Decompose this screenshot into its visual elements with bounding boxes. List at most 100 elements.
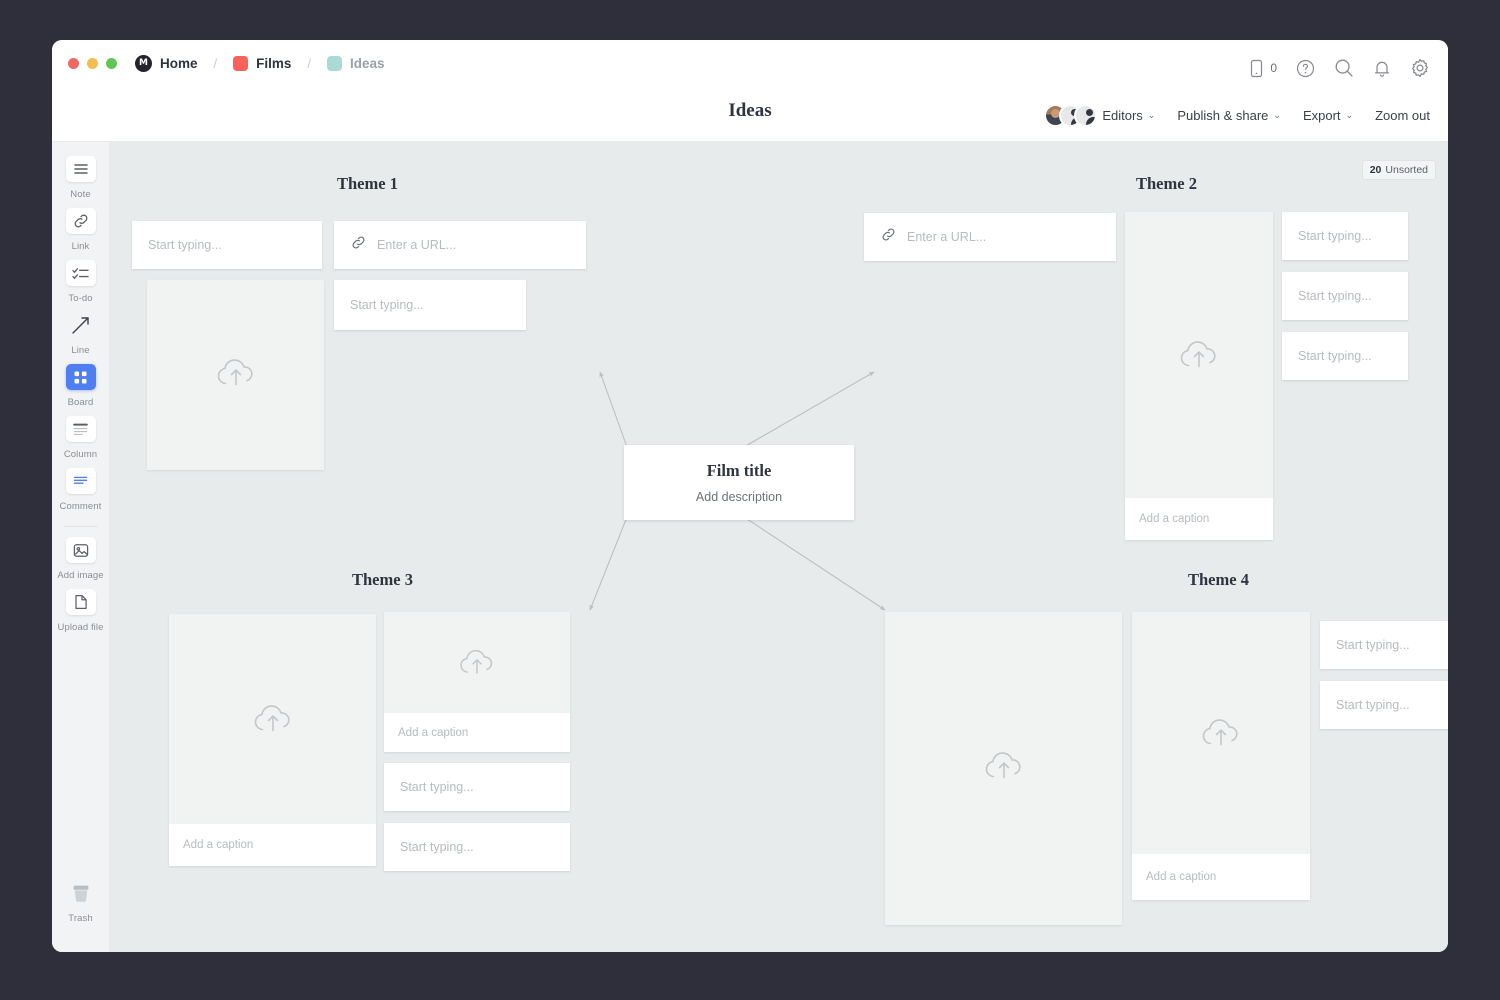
image-placeholder-card[interactable] — [147, 280, 324, 470]
cloud-upload-icon — [213, 353, 259, 398]
note-placeholder: Start typing... — [350, 298, 424, 312]
publish-share-label: Publish & share — [1177, 108, 1269, 123]
breadcrumb: M Home / Films / Ideas — [135, 54, 385, 72]
close-window-button[interactable] — [68, 57, 79, 69]
cloud-upload-icon — [384, 612, 570, 713]
breadcrumb-item-ideas[interactable]: Ideas — [350, 55, 385, 71]
image-placeholder-card[interactable] — [885, 612, 1122, 925]
app-header: Ideas 0 — [52, 58, 1448, 142]
board-icon — [65, 364, 96, 390]
cloud-upload-icon — [981, 746, 1027, 791]
note-card[interactable]: Start typing... — [384, 763, 570, 811]
mobile-preview-count: 0 — [1270, 61, 1277, 75]
note-placeholder: Start typing... — [1298, 229, 1372, 243]
sidebar-item-trash[interactable]: Trash — [55, 876, 107, 928]
app-logo-icon[interactable]: M — [135, 54, 152, 72]
unsorted-badge[interactable]: 20 Unsorted — [1361, 160, 1436, 180]
line-icon — [66, 312, 96, 338]
caption-field[interactable]: Add a caption — [1132, 854, 1310, 900]
image-placeholder-card[interactable]: Add a caption — [384, 612, 570, 752]
sidebar-item-label: Link — [71, 241, 90, 252]
note-placeholder: Start typing... — [1336, 698, 1410, 712]
breadcrumb-separator: / — [213, 55, 218, 71]
note-card[interactable]: Start typing... — [1282, 272, 1408, 320]
url-placeholder: Enter a URL... — [907, 230, 987, 244]
sidebar-item-label: Trash — [68, 913, 93, 924]
center-node-film-title[interactable]: Film title Add description — [624, 445, 854, 520]
comment-icon — [65, 468, 96, 494]
maximize-window-button[interactable] — [106, 57, 117, 69]
todo-icon — [65, 260, 96, 286]
film-description-text[interactable]: Add description — [695, 490, 783, 504]
film-title-text: Film title — [706, 461, 772, 480]
link-icon — [351, 235, 366, 255]
note-card[interactable]: Start typing... — [1282, 332, 1408, 380]
breadcrumb-separator-2: / — [307, 55, 312, 71]
sidebar-item-add-image[interactable]: Add image — [55, 533, 107, 585]
cloud-upload-icon — [1125, 212, 1273, 498]
settings-icon[interactable] — [1410, 58, 1430, 78]
image-placeholder-card[interactable]: Add a caption — [1125, 212, 1273, 540]
minimize-window-button[interactable] — [87, 57, 98, 69]
note-placeholder: Start typing... — [1336, 638, 1410, 652]
editors-dropdown[interactable]: Editors ⌄ — [1044, 104, 1155, 127]
theme-title: Theme 1 — [337, 174, 398, 193]
sidebar-divider — [63, 526, 98, 527]
note-card[interactable]: Start typing... — [1320, 621, 1448, 669]
image-placeholder-card[interactable]: Add a caption — [1132, 612, 1310, 900]
zoom-out-button[interactable]: Zoom out — [1375, 108, 1430, 123]
sidebar-item-label: Note — [70, 189, 91, 200]
help-icon[interactable] — [1296, 59, 1315, 78]
sidebar-item-label: To-do — [68, 293, 93, 304]
caption-field[interactable]: Add a caption — [384, 713, 570, 752]
app-body: Note Link To-do — [52, 142, 1448, 952]
file-icon — [65, 589, 96, 615]
search-icon[interactable] — [1334, 58, 1354, 78]
notifications-icon[interactable] — [1373, 59, 1391, 78]
board-canvas[interactable]: 20 Unsorted Theme 1 — [110, 142, 1448, 952]
note-card[interactable]: Start typing... — [1282, 212, 1408, 260]
mobile-preview-icon[interactable]: 0 — [1250, 59, 1277, 78]
url-placeholder: Enter a URL... — [377, 238, 457, 252]
chevron-down-icon: ⌄ — [1345, 110, 1354, 120]
sidebar-item-label: Comment — [59, 501, 102, 512]
sidebar-item-column[interactable]: Column — [55, 412, 107, 464]
ideas-color-swatch — [327, 55, 343, 71]
note-card[interactable]: Start typing... — [1320, 681, 1448, 729]
cloud-upload-icon — [169, 614, 376, 824]
title-bar: M Home / Films / Ideas — [52, 40, 1448, 86]
publish-share-dropdown[interactable]: Publish & share ⌄ — [1177, 108, 1281, 123]
sidebar-item-link[interactable]: Link — [55, 204, 107, 256]
avatar-group — [1044, 104, 1098, 127]
sidebar-item-label: Upload file — [57, 622, 104, 633]
link-card[interactable]: Enter a URL... — [864, 213, 1116, 261]
caption-field[interactable]: Add a caption — [1125, 498, 1273, 540]
caption-field[interactable]: Add a caption — [169, 824, 376, 866]
sidebar-item-upload-file[interactable]: Upload file — [55, 585, 107, 637]
link-icon — [65, 208, 96, 234]
sidebar-item-line[interactable]: Line — [55, 308, 107, 360]
export-label: Export — [1302, 108, 1341, 123]
note-placeholder: Start typing... — [1298, 349, 1372, 363]
films-color-swatch — [233, 55, 249, 71]
image-placeholder-card[interactable]: Add a caption — [169, 614, 376, 866]
breadcrumb-item-home[interactable]: Home — [160, 55, 198, 71]
breadcrumb-item-films[interactable]: Films — [256, 55, 292, 71]
link-card[interactable]: Enter a URL... — [334, 221, 586, 269]
sidebar-item-board[interactable]: Board — [55, 360, 107, 412]
note-card[interactable]: Start typing... — [384, 823, 570, 871]
sidebar-item-todo[interactable]: To-do — [55, 256, 107, 308]
sidebar-item-comment[interactable]: Comment — [55, 464, 107, 516]
app-window: M Home / Films / Ideas Ideas 0 — [52, 40, 1448, 952]
sidebar-item-label: Line — [71, 345, 90, 356]
theme-title: Theme 3 — [352, 570, 413, 589]
chevron-down-icon: ⌄ — [1273, 110, 1281, 120]
link-icon — [881, 227, 896, 247]
theme-title: Theme 4 — [1188, 570, 1249, 589]
note-card[interactable]: Start typing... — [334, 280, 526, 330]
export-dropdown[interactable]: Export ⌄ — [1303, 108, 1353, 123]
note-icon — [65, 156, 96, 182]
sidebar-item-note[interactable]: Note — [55, 152, 107, 204]
header-icon-row: 0 — [1250, 58, 1430, 78]
note-card[interactable]: Start typing... — [132, 221, 322, 269]
